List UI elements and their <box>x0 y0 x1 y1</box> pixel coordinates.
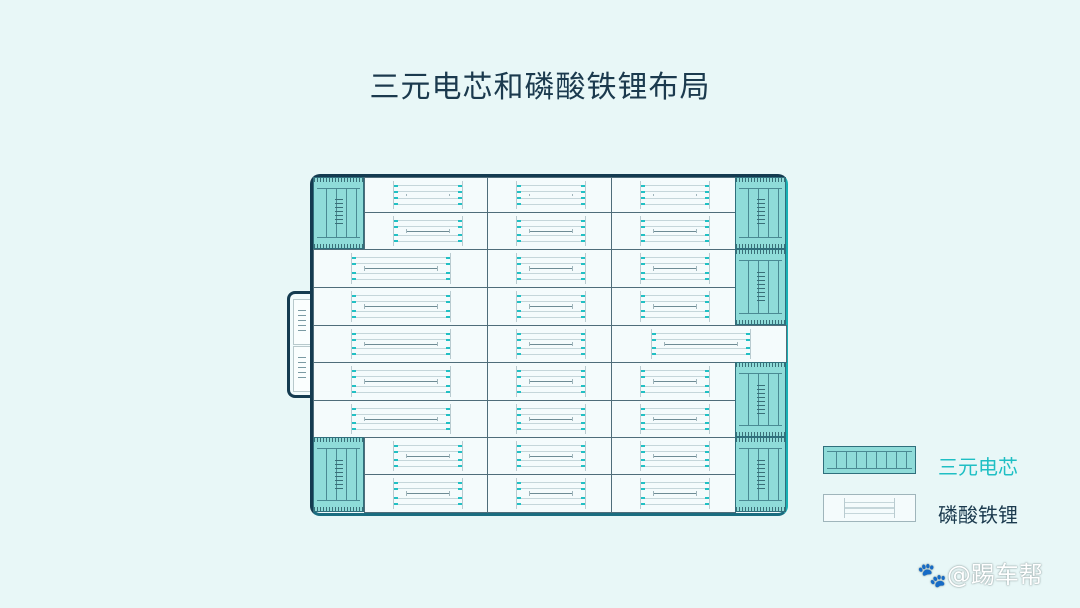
legend-lfp-label: 磷酸铁锂 <box>938 503 1018 527</box>
ncm-module <box>313 177 364 249</box>
watermark: 🐾@踢车帮 <box>917 561 1043 589</box>
lfp-cell <box>364 437 488 475</box>
ncm-module <box>735 437 786 512</box>
lfp-cell <box>487 474 612 513</box>
lfp-cell <box>487 249 612 288</box>
legend-lfp-swatch <box>823 494 916 522</box>
diagram-title: 三元电芯和磷酸铁锂布局 <box>369 70 711 105</box>
legend-ncm-label: 三元电芯 <box>938 455 1018 479</box>
lfp-cell <box>313 325 488 363</box>
lfp-cell <box>313 249 488 288</box>
lfp-cell <box>611 177 736 213</box>
lfp-cell <box>487 212 612 250</box>
lfp-cell <box>313 362 488 401</box>
connector-cell <box>293 299 311 345</box>
lfp-cell <box>611 362 736 401</box>
lfp-cell <box>611 287 736 326</box>
lfp-cell <box>487 325 612 363</box>
lfp-cell <box>611 249 736 288</box>
lfp-cell <box>611 400 736 438</box>
lfp-cell <box>487 437 612 475</box>
lfp-cell <box>611 325 787 363</box>
lfp-cell <box>487 362 612 401</box>
connector-box <box>287 291 312 398</box>
ncm-module <box>735 249 786 325</box>
ncm-module <box>735 177 786 249</box>
lfp-cell <box>611 212 736 250</box>
ncm-module <box>313 437 364 512</box>
lfp-cell <box>487 287 612 326</box>
lfp-cell <box>487 177 612 213</box>
legend-ncm-swatch <box>823 446 916 474</box>
connector-cell <box>293 346 311 392</box>
lfp-cell <box>313 400 488 438</box>
lfp-cell <box>364 474 488 513</box>
ncm-module <box>735 362 786 437</box>
lfp-cell <box>487 400 612 438</box>
lfp-cell <box>364 177 488 213</box>
lfp-cell <box>611 437 736 475</box>
lfp-cell <box>611 474 736 513</box>
lfp-cell <box>313 287 488 326</box>
lfp-cell <box>364 212 488 250</box>
